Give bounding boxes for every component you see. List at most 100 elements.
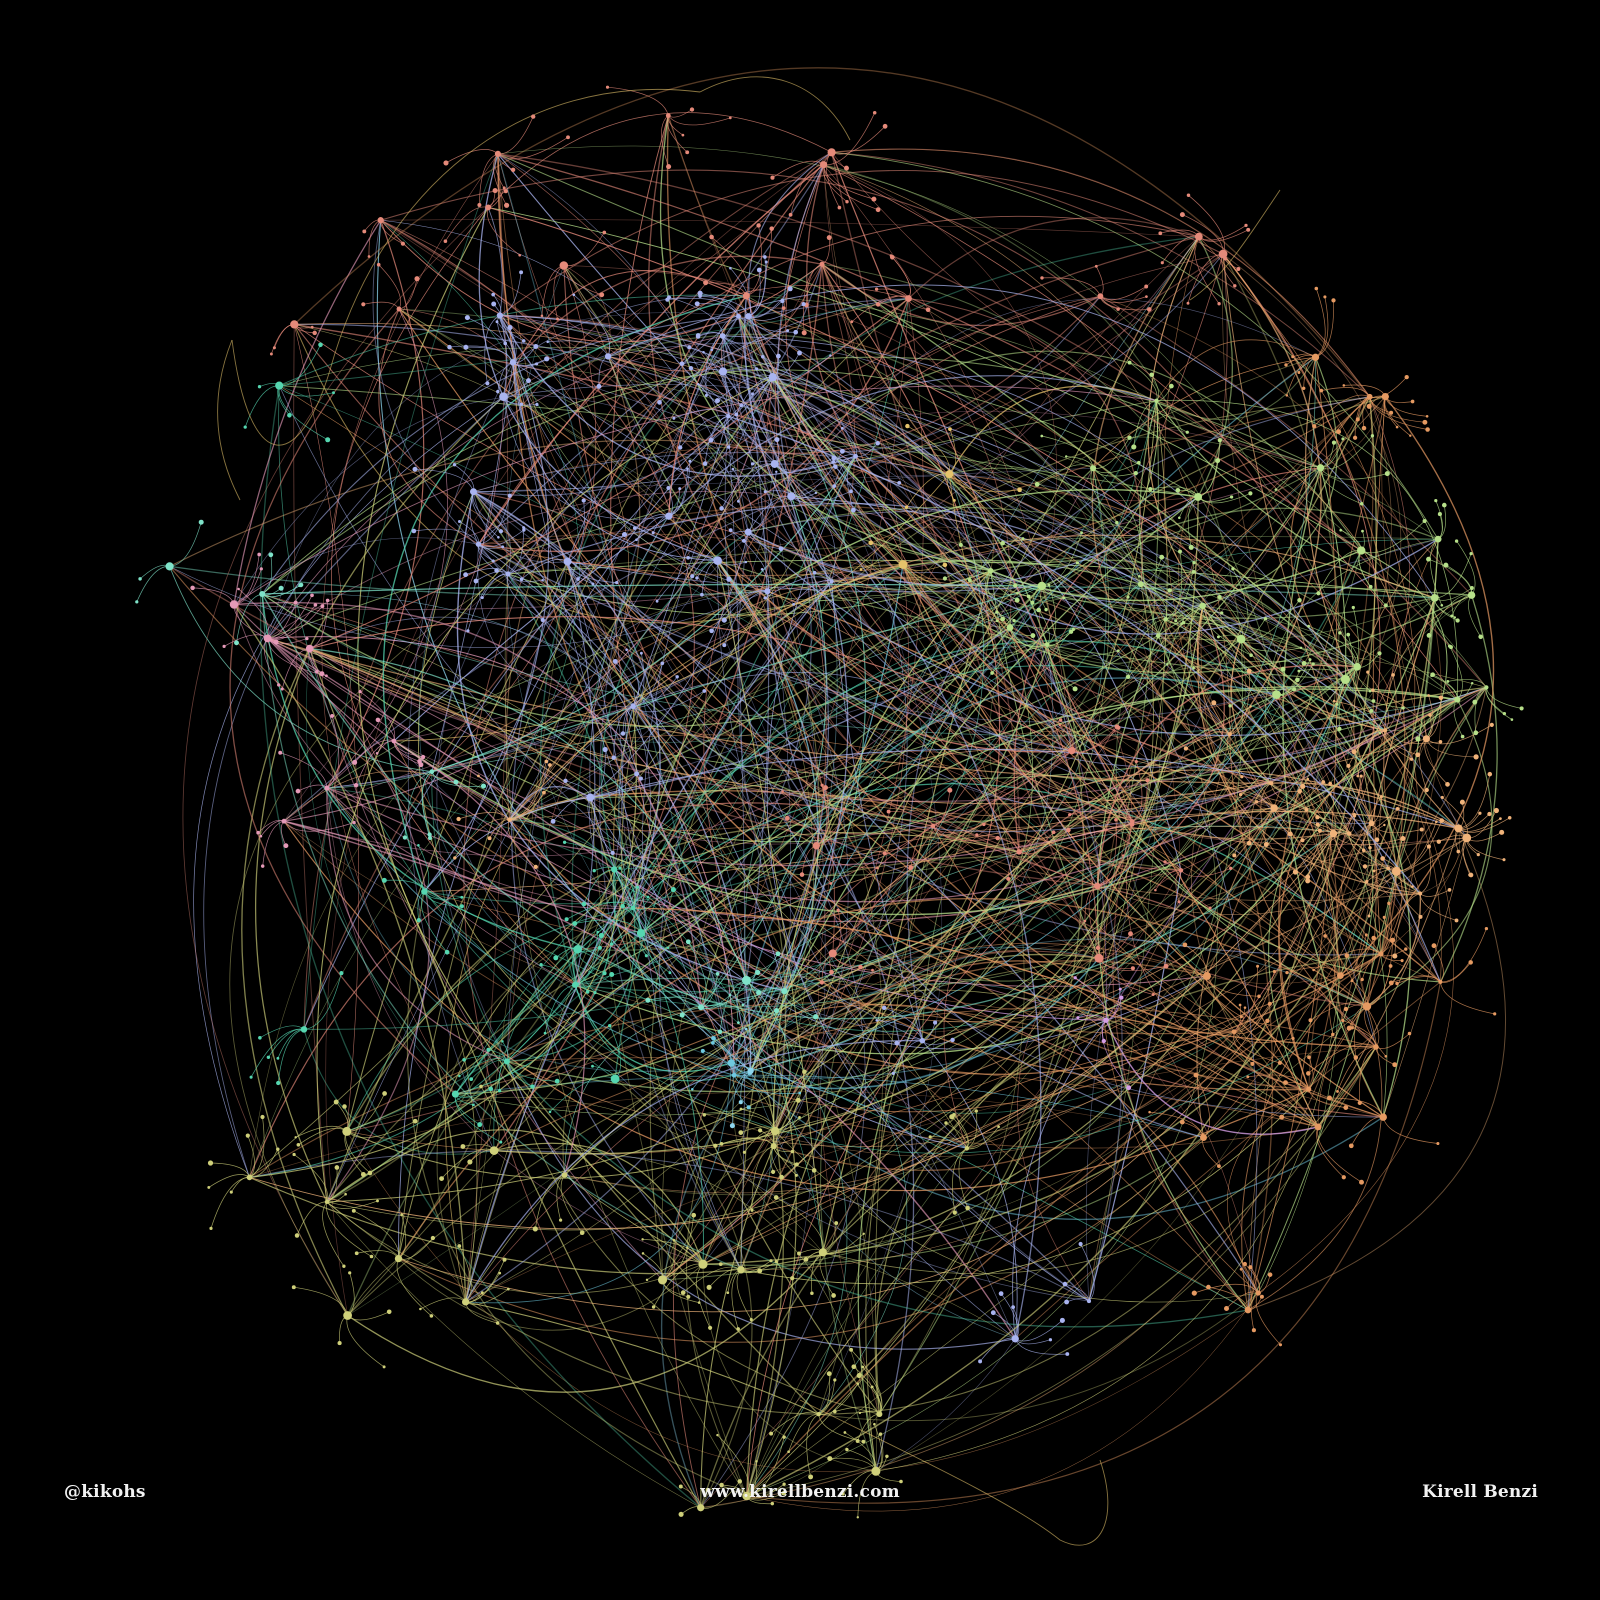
graph-node xyxy=(1445,782,1450,787)
graph-node xyxy=(1353,812,1356,816)
graph-node xyxy=(716,1433,719,1437)
graph-node xyxy=(1450,614,1454,618)
cluster-edge xyxy=(509,792,545,821)
graph-edge xyxy=(748,316,908,1147)
graph-node xyxy=(1217,302,1221,306)
cluster-edge xyxy=(949,473,1020,492)
graph-edge xyxy=(574,550,1362,993)
graph-node xyxy=(1144,284,1149,289)
graph-node xyxy=(1426,556,1431,562)
graph-node xyxy=(1456,849,1461,854)
graph-edge xyxy=(633,851,1020,922)
cluster-edge xyxy=(723,590,768,646)
graph-edge xyxy=(815,686,1458,847)
graph-node xyxy=(602,971,607,976)
graph-edge xyxy=(303,782,1272,1030)
graph-edge xyxy=(262,593,751,1071)
graph-edge xyxy=(233,385,1157,605)
graph-node xyxy=(695,576,699,580)
graph-node xyxy=(498,529,504,534)
graph-node xyxy=(862,1232,865,1236)
graph-edge xyxy=(326,1046,1377,1415)
graph-node xyxy=(1125,674,1131,680)
cluster-edge xyxy=(560,1174,583,1233)
graph-node xyxy=(908,865,914,871)
graph-edge xyxy=(822,837,1467,1253)
graph-node xyxy=(690,574,695,579)
graph-edge xyxy=(303,153,499,1030)
graph-edge xyxy=(1372,396,1386,954)
graph-node xyxy=(1127,360,1132,365)
graph-node xyxy=(138,577,142,581)
graph-node xyxy=(798,1116,801,1119)
graph-edge xyxy=(722,335,1358,668)
cluster-edge xyxy=(748,471,777,533)
graph-node xyxy=(447,344,452,350)
cluster-edge xyxy=(1458,774,1491,829)
graph-node xyxy=(666,485,671,491)
graph-node xyxy=(639,651,643,655)
cluster-edge xyxy=(1189,605,1203,669)
graph-node xyxy=(259,834,263,838)
cluster-edge xyxy=(1129,362,1158,401)
cluster-edge xyxy=(1229,670,1250,735)
outer-arc-edge xyxy=(1189,189,1281,301)
graph-node xyxy=(1047,583,1051,587)
graph-hub-node xyxy=(630,703,636,710)
graph-node xyxy=(1316,591,1321,596)
graph-node xyxy=(353,783,359,788)
cluster-edge xyxy=(1194,236,1220,304)
graph-node xyxy=(1249,653,1253,657)
graph-hub-node xyxy=(246,1174,253,1181)
graph-edge xyxy=(832,679,1346,982)
graph-node xyxy=(871,968,874,972)
cluster-edge xyxy=(1369,396,1428,430)
graph-edge xyxy=(632,455,857,909)
graph-edge xyxy=(948,385,1157,475)
graph-edge xyxy=(279,346,1203,607)
graph-node xyxy=(540,618,545,622)
graph-edge xyxy=(283,820,1397,1035)
graph-node xyxy=(518,253,521,257)
graph-edge xyxy=(737,316,1182,871)
graph-edge xyxy=(512,362,1384,1118)
cluster-edge xyxy=(815,845,878,869)
graph-hub-node xyxy=(499,392,508,402)
graph-edge xyxy=(326,592,1358,789)
cluster-edge xyxy=(661,115,669,167)
cluster-edge xyxy=(1273,794,1331,813)
cluster-edge xyxy=(615,661,636,707)
graph-node xyxy=(1242,1261,1247,1267)
graph-node xyxy=(958,542,963,547)
graph-edge xyxy=(506,870,1397,1148)
graph-node xyxy=(737,1479,742,1484)
graph-node xyxy=(1136,460,1141,465)
graph-node xyxy=(522,526,526,530)
graph-hub-node xyxy=(1430,594,1439,602)
graph-node xyxy=(689,107,695,112)
graph-node xyxy=(1335,702,1339,706)
graph-node xyxy=(1159,554,1165,560)
graph-node xyxy=(492,188,498,194)
cluster-edge xyxy=(818,1383,859,1415)
graph-node xyxy=(978,1359,983,1364)
graph-hub-node xyxy=(770,1143,777,1150)
graph-edge xyxy=(906,396,1370,1041)
graph-edge xyxy=(1102,821,1259,1294)
graph-hub-node xyxy=(1337,972,1344,979)
graph-node xyxy=(1116,307,1120,311)
graph-node xyxy=(1510,718,1514,721)
graph-edge xyxy=(702,396,1370,1265)
cluster-edge xyxy=(607,86,669,116)
graph-hub-node xyxy=(586,793,595,802)
graph-edge xyxy=(774,463,1073,752)
graph-node xyxy=(207,1160,214,1166)
graph-node xyxy=(428,836,432,840)
graph-node xyxy=(1160,261,1164,265)
graph-edge xyxy=(169,566,432,773)
graph-node xyxy=(417,759,422,764)
graph-node xyxy=(1250,1061,1255,1066)
graph-hub-node xyxy=(745,313,752,320)
graph-hub-node xyxy=(1454,824,1463,833)
graph-edge xyxy=(1156,339,1316,401)
